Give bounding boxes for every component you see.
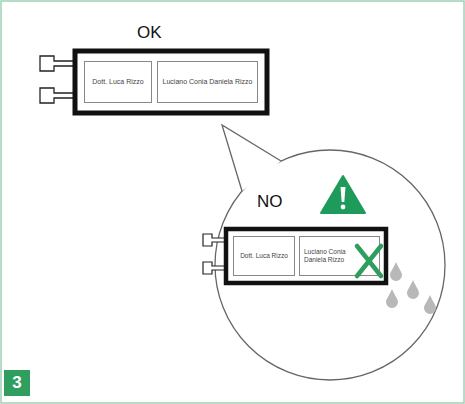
water-drops <box>386 262 436 314</box>
name-field: Luciano Conia Daniela Rizzo <box>299 236 380 276</box>
terminal-prongs <box>40 56 75 103</box>
nameplate-frame <box>226 229 386 283</box>
warning-symbol <box>321 176 365 213</box>
nameplate-frame <box>75 51 267 113</box>
name-text: Luciano Conia Daniela Rizzo <box>163 78 253 87</box>
step-number: 3 <box>12 372 21 393</box>
step-number-badge: 3 <box>4 370 30 396</box>
name-field: Dott. Luca Rizzo <box>84 61 152 103</box>
name-field: Luciano Conia Daniela Rizzo <box>157 61 258 103</box>
ok-label: OK <box>137 23 162 43</box>
name-text: Dott. Luca Rizzo <box>240 252 288 260</box>
name-text: Luciano Conia Daniela Rizzo <box>304 248 352 264</box>
name-text: Dott. Luca Rizzo <box>92 78 143 87</box>
callout-tail <box>222 125 281 191</box>
no-label: NO <box>257 192 283 212</box>
name-field: Dott. Luca Rizzo <box>233 236 295 276</box>
terminal-prongs <box>203 234 226 274</box>
